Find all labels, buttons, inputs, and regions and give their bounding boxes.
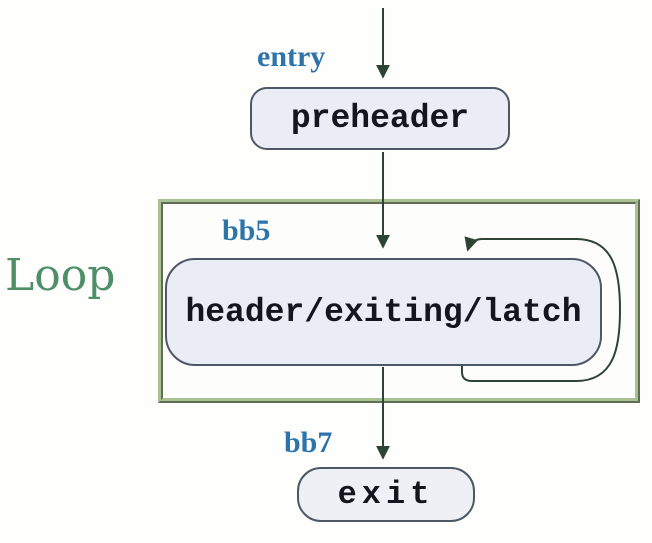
edge-label-entry: entry [257, 40, 326, 73]
node-exit: exit [297, 467, 475, 522]
block-label-bb7: bb7 [284, 426, 333, 459]
node-preheader-label: preheader [290, 100, 470, 137]
node-header-exiting-latch: header/exiting/latch [165, 258, 602, 366]
block-label-bb5: bb5 [222, 214, 271, 247]
node-preheader: preheader [250, 87, 510, 150]
node-exit-label: exit [337, 476, 435, 513]
node-header-exiting-latch-label: header/exiting/latch [185, 293, 582, 331]
loop-region-label: Loop [5, 250, 116, 301]
